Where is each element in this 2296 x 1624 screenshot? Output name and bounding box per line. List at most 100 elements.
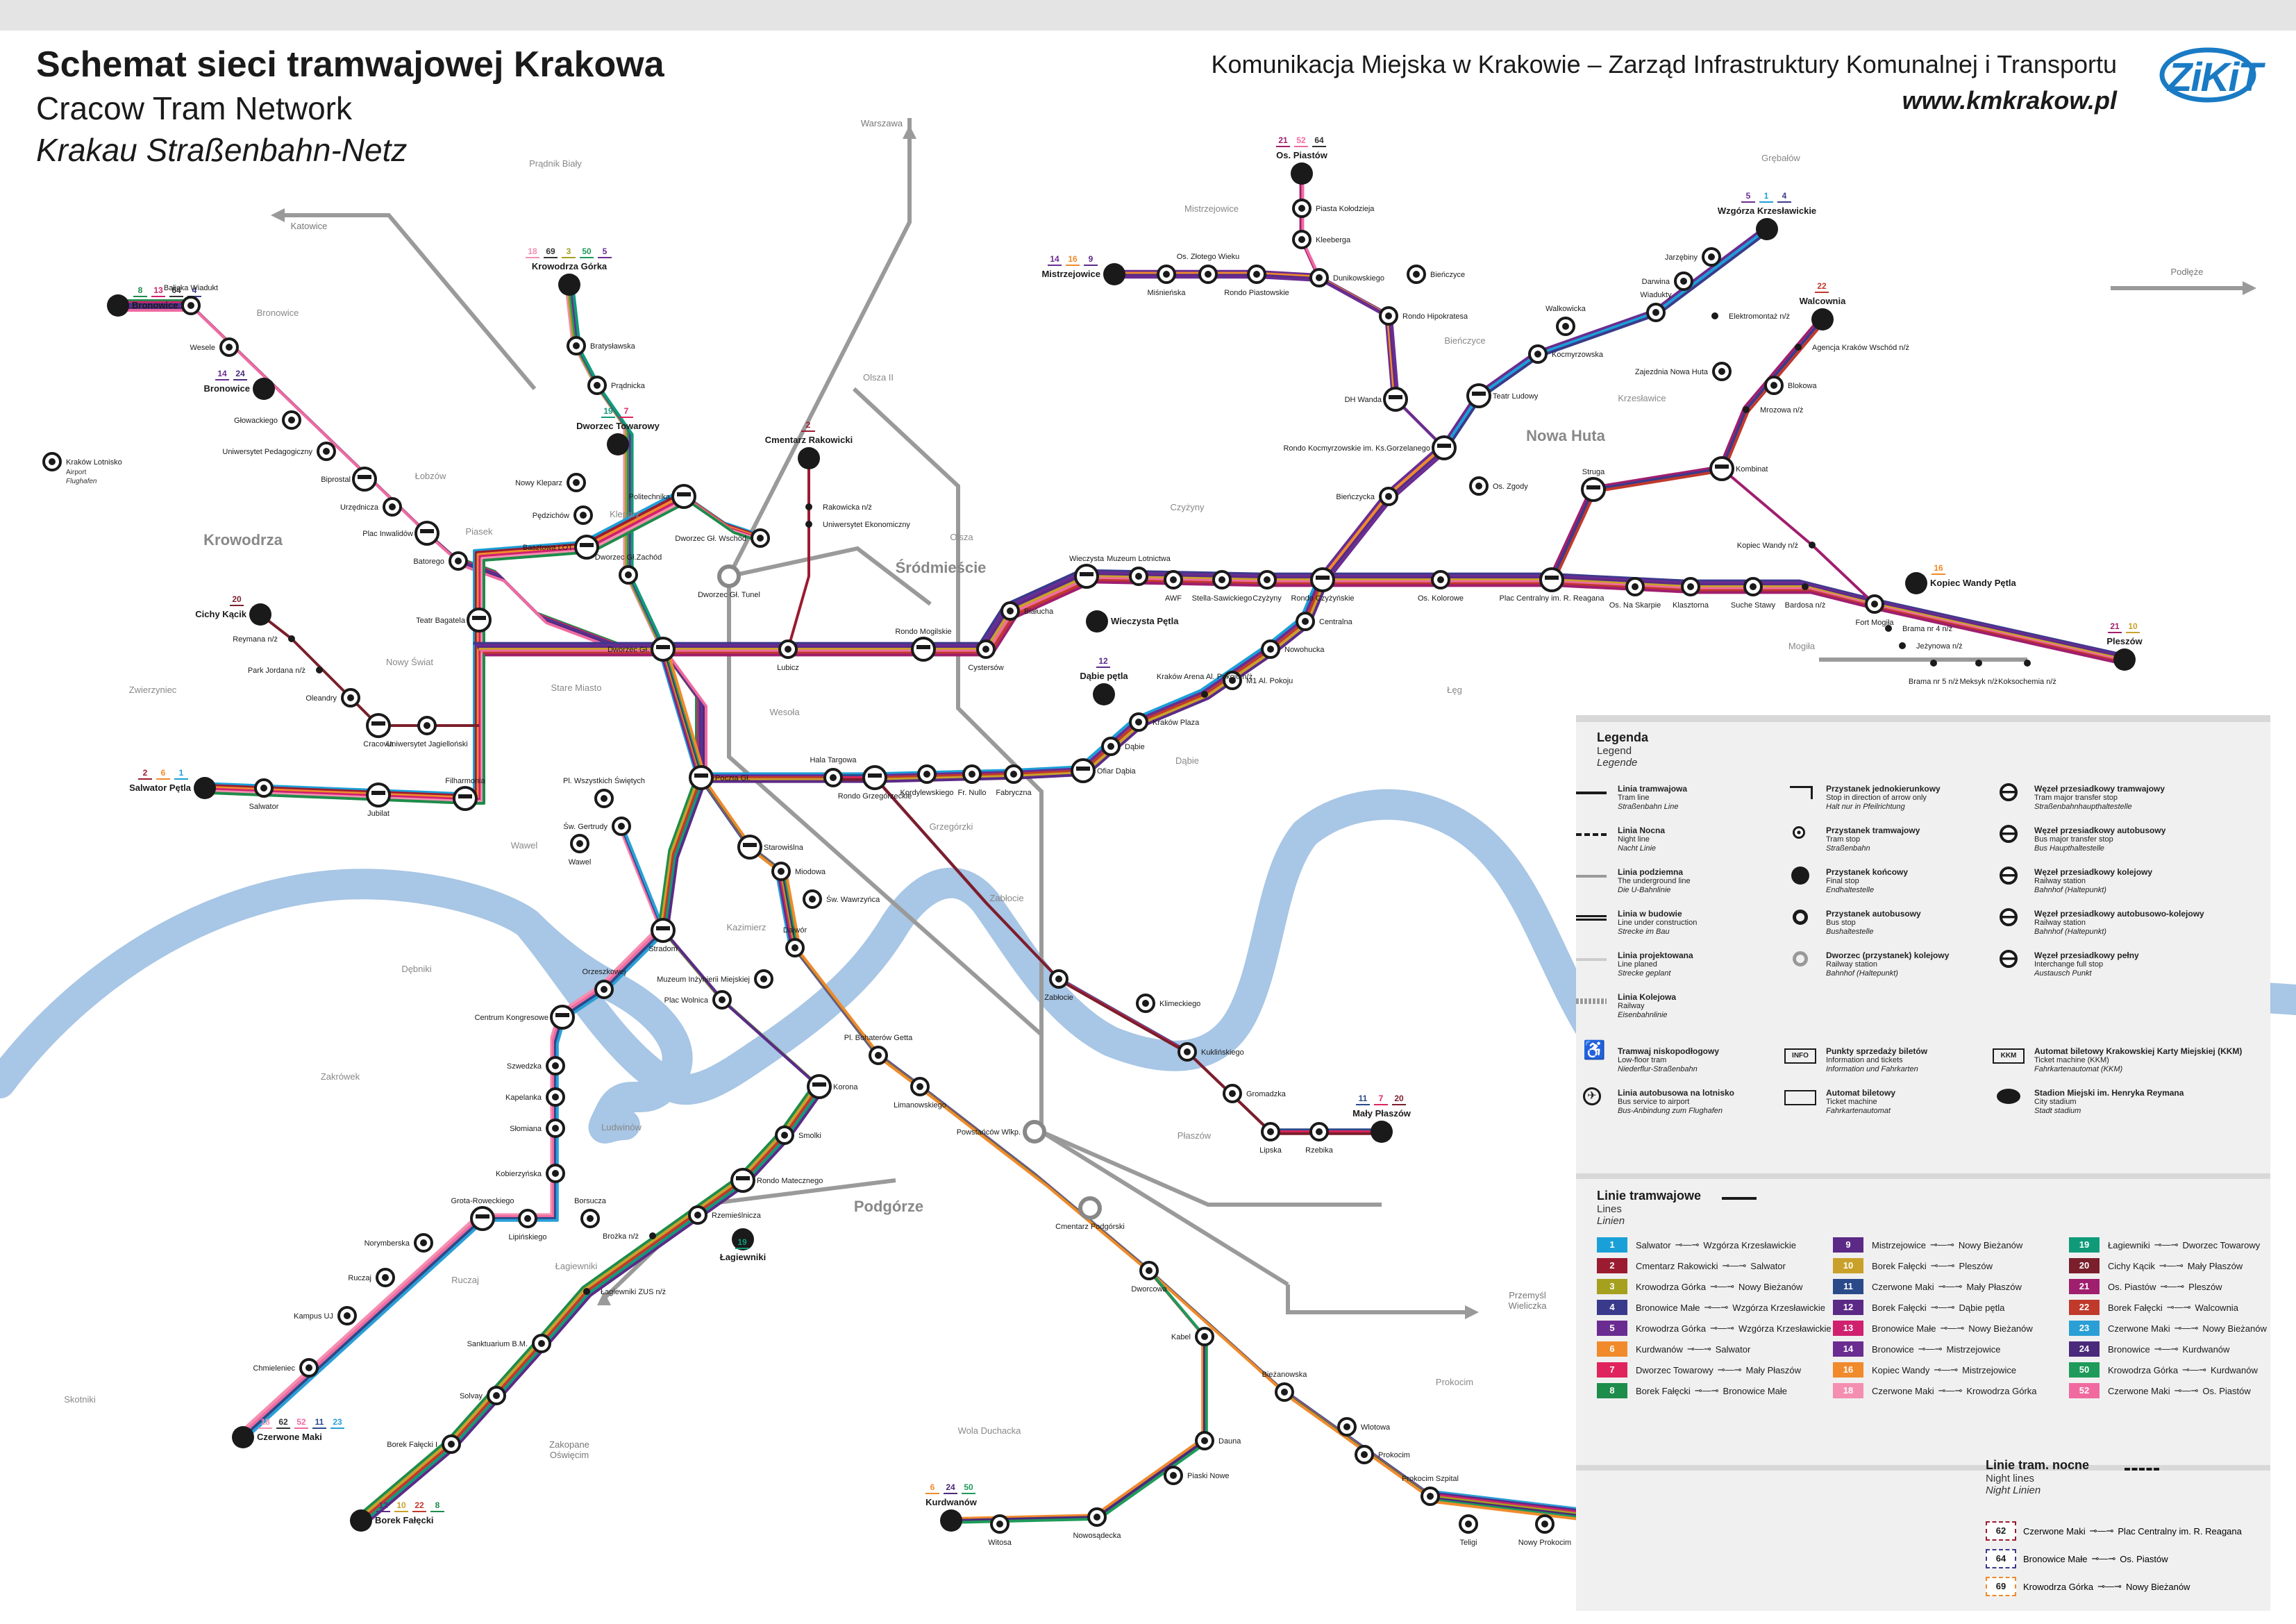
- stop-centrum-kongresowe[interactable]: Centrum Kongresowe: [475, 1005, 575, 1030]
- stop-urzednicza[interactable]: Urzędnicza: [340, 497, 402, 517]
- stop-rondo-mogilskie[interactable]: Rondo Mogilskie: [895, 628, 952, 662]
- stop-brozka-n-z[interactable]: Brożka n/ż: [603, 1232, 656, 1241]
- stop-smolki[interactable]: Smolki: [775, 1125, 821, 1145]
- stop-rondo-matecznego[interactable]: Rondo Matecznego: [730, 1168, 823, 1193]
- stop-dworzec-gl-tunel[interactable]: Dworzec Gł. Tunel: [698, 564, 760, 599]
- stop-nowy-kleparz[interactable]: Nowy Kleparz: [515, 473, 586, 492]
- stop-bienczyce[interactable]: Bieńczyce: [1407, 265, 1465, 284]
- stop-kabel[interactable]: Kabel: [1171, 1327, 1214, 1346]
- stop-pedzichow[interactable]: Pędzichów: [533, 505, 593, 525]
- stop-borsucza[interactable]: Borsucza: [574, 1197, 607, 1228]
- stop-chmieleniec[interactable]: Chmieleniec: [253, 1358, 319, 1378]
- stop-gromadzka[interactable]: Gromadzka: [1223, 1084, 1287, 1103]
- stop-kampus-uj[interactable]: Kampus UJ: [294, 1306, 357, 1325]
- stop-hala-targowa[interactable]: Hala Targowa: [810, 756, 857, 787]
- stop-miodowa[interactable]: Miodowa: [771, 862, 826, 881]
- stop-solvay[interactable]: Solvay: [460, 1386, 506, 1405]
- stop-uniwersytet-ekonomiczny[interactable]: Uniwersytet Ekonomiczny: [805, 521, 910, 529]
- stop-powstancow-wlkp[interactable]: Powstańców Wlkp.: [957, 1120, 1046, 1144]
- stop-dajwor[interactable]: Dajwór: [783, 926, 807, 957]
- stop-wesele[interactable]: Wesele: [190, 337, 239, 357]
- stop-cystersow[interactable]: Cystersów: [968, 639, 1004, 672]
- stop-glowackiego[interactable]: Głowackiego: [234, 410, 301, 430]
- stop-sanktuarium-b-m[interactable]: Sanktuarium B.M.: [467, 1334, 551, 1353]
- stop-starowislna[interactable]: Starowiślna: [737, 835, 804, 860]
- stop-nowohucka[interactable]: Nowohucka: [1261, 639, 1325, 659]
- stop-klasztorna[interactable]: Klasztorna: [1673, 577, 1709, 610]
- stop-witosa[interactable]: Witosa: [988, 1514, 1012, 1547]
- stop-lipska[interactable]: Lipska: [1259, 1122, 1282, 1155]
- stop-awf[interactable]: AWF: [1164, 570, 1183, 603]
- stop-rondo-czyzynskie[interactable]: Rondo Czyżyńskie: [1291, 567, 1355, 603]
- stop-wieczysta[interactable]: Wieczysta: [1069, 555, 1105, 589]
- stop-m1-al-pokoju[interactable]: M1 Al. Pokoju: [1223, 671, 1293, 690]
- stop-nowosadecka[interactable]: Nowosądecka: [1073, 1507, 1121, 1540]
- stop-rakowicka-n-z[interactable]: Rakowicka n/ż: [805, 503, 872, 512]
- stop-dunikowskiego[interactable]: Dunikowskiego: [1309, 268, 1384, 287]
- stop-prokocim-szpital[interactable]: Prokocim Szpital: [1402, 1475, 1459, 1506]
- stop-dworzec-gl-wschod[interactable]: Dworzec Gł. Wschód: [675, 528, 770, 548]
- stop-rzemieslnicza[interactable]: Rzemieślnicza: [688, 1205, 762, 1225]
- stop-rondo-piastowskie[interactable]: Rondo Piastowskie: [1224, 265, 1289, 297]
- stop-misnienska[interactable]: Miśnieńska: [1147, 265, 1186, 297]
- stop-kocmyrzowska[interactable]: Kocmyrzowska: [1528, 344, 1604, 364]
- stop-kuklinskiego[interactable]: Kuklińskiego: [1178, 1042, 1244, 1062]
- stop-szwedzka[interactable]: Szwedzka: [507, 1056, 565, 1075]
- stop-ruczaj[interactable]: Ruczaj: [348, 1268, 395, 1287]
- stop-bardosa-n-z[interactable]: Bardosa n/ż: [1785, 583, 1826, 610]
- stop-dworcowa[interactable]: Dworcowa: [1131, 1261, 1168, 1294]
- stop-kombinat[interactable]: Kombinat: [1709, 456, 1768, 481]
- stop-norymberska[interactable]: Norymberska: [364, 1233, 433, 1253]
- stop-teatr-ludowy[interactable]: Teatr Ludowy: [1466, 383, 1539, 408]
- stop-wiadukty[interactable]: Wiadukty: [1640, 291, 1672, 322]
- stop-jarzebiny[interactable]: Jarzębiny: [1665, 247, 1721, 267]
- stop-pl-bohaterow-getta[interactable]: Pl. Bohaterów Getta: [844, 1034, 913, 1065]
- stop-koksochemia-n-z[interactable]: Koksochemia n/ż: [1998, 660, 2056, 686]
- stop-muzeum-lotnictwa[interactable]: Muzeum Lotnictwa: [1107, 555, 1171, 586]
- stop-slomiana[interactable]: Słomiana: [510, 1119, 565, 1138]
- stop-jezynowa-n-z[interactable]: Jeżynowa n/ż: [1899, 642, 1963, 651]
- stop-fabryczna[interactable]: Fabryczna: [996, 764, 1032, 797]
- stop-krakow-arena-al-pokoju-n-z[interactable]: Kraków Arena Al. Pokoju n/ż: [1157, 673, 1252, 698]
- stop-sw-wawrzynca[interactable]: Św. Wawrzyńca: [803, 889, 880, 909]
- stop-wieczysta-petla[interactable]: Wieczysta Pętla: [1086, 610, 1179, 633]
- stop-teligi[interactable]: Teligi: [1459, 1514, 1478, 1547]
- stop-prokocim[interactable]: Prokocim: [1355, 1445, 1410, 1464]
- stop-wawel[interactable]: Wawel: [569, 834, 592, 867]
- stop-wlotowa[interactable]: Wlotowa: [1337, 1417, 1391, 1437]
- stop-dworzec-gl[interactable]: Dworzec Gł.: [607, 637, 676, 662]
- stop-struga[interactable]: Struga: [1581, 468, 1606, 502]
- stop-nowy-prokocim[interactable]: Nowy Prokocim: [1518, 1514, 1571, 1547]
- stop-batorego[interactable]: Batorego: [413, 551, 468, 571]
- stop-plac-centralny-im-r-reagana[interactable]: Plac Centralny im. R. Reagana: [1499, 567, 1604, 603]
- stop-stradom[interactable]: Stradom: [648, 918, 678, 953]
- stop-pl-wszystkich-swietych[interactable]: Pl. Wszystkich Świętych: [563, 776, 645, 808]
- stop-fort-mogila[interactable]: Fort Mogiła: [1855, 594, 1894, 627]
- stop-politechnika[interactable]: Politechnika: [629, 484, 696, 509]
- stop-poczta-gl[interactable]: Poczta Gł.: [689, 765, 751, 790]
- stop-dh-wanda[interactable]: DH Wanda: [1345, 387, 1408, 412]
- stop-dabie[interactable]: Dąbie: [1101, 737, 1145, 756]
- stop-dworzec-gl-zachod[interactable]: Dworzec Gł.Zachód: [595, 553, 662, 585]
- stop-salwator[interactable]: Salwator: [249, 778, 279, 811]
